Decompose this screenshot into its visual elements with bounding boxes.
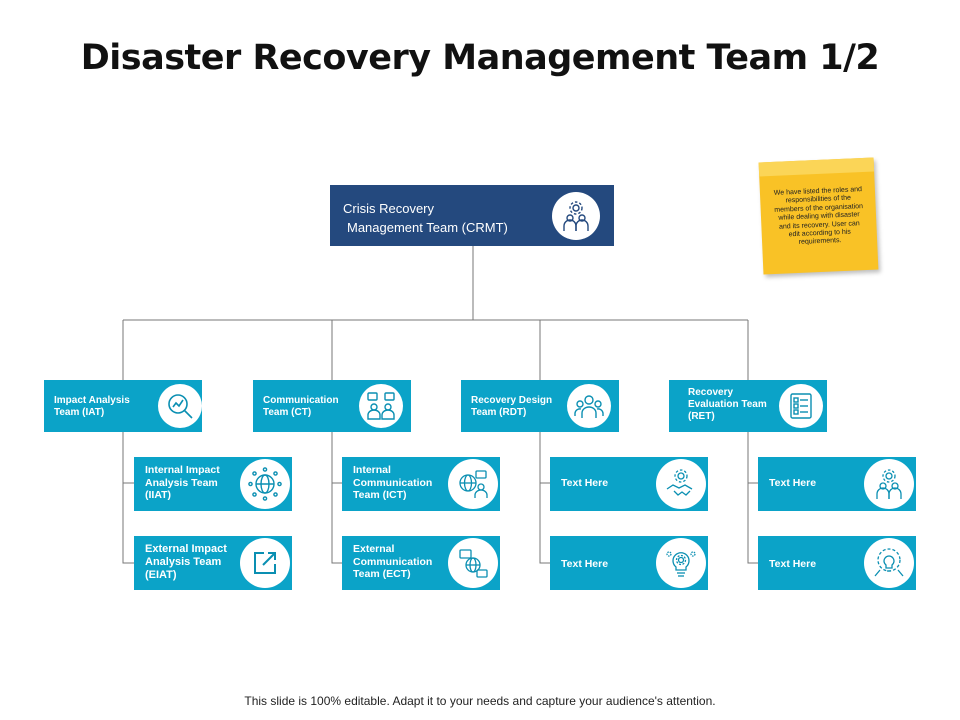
design-team-icon: [567, 384, 611, 428]
globe-network-icon: [240, 459, 290, 509]
team-box-rdt: Recovery Design Team (RDT): [461, 380, 619, 432]
sub-line-ct: [331, 432, 342, 564]
sticky-note: We have listed the roles and responsibil…: [758, 157, 879, 275]
team-box-ret: Recovery Evaluation Team (RET): [669, 380, 827, 432]
slide-title: Disaster Recovery Management Team 1/2: [80, 38, 880, 78]
subteam-box-eiat: External Impact Analysis Team (EIAT): [134, 536, 292, 590]
sub-line-iat: [122, 432, 134, 564]
team-gear-icon: [552, 192, 600, 240]
team-box-ct: Communication Team (CT): [253, 380, 411, 432]
subteam-box-ect: External Communication Team (ECT): [342, 536, 500, 590]
handshake-gear-icon: [656, 459, 706, 509]
footer-text: This slide is 100% editable. Adapt it to…: [244, 694, 716, 708]
subteam-box-ict: Internal Communication Team (ICT): [342, 457, 500, 511]
globe-chat-icon: [448, 538, 498, 588]
root-label: Crisis Recovery Management Team (CRMT): [343, 201, 508, 235]
bulb-gears-icon: [656, 538, 706, 588]
people-chat-icon: [359, 384, 403, 428]
team-box-iat: Impact Analysis Team (IAT): [44, 380, 202, 432]
checklist-icon: [779, 384, 823, 428]
globe-person-icon: [448, 459, 498, 509]
bulb-gear-hands-icon: [864, 538, 914, 588]
external-link-icon: [240, 538, 290, 588]
sticky-note-text: We have listed the roles and responsibil…: [773, 186, 864, 247]
sub-line-ret: [747, 432, 758, 564]
subteam-box-rdt-1: Text Here: [550, 457, 708, 511]
subteam-box-ret-1: Text Here: [758, 457, 916, 511]
root-box-crmt: Crisis Recovery Management Team (CRMT): [330, 185, 614, 246]
subteam-box-iiat: Internal Impact Analysis Team (IIAT): [134, 457, 292, 511]
subteam-box-ret-2: Text Here: [758, 536, 916, 590]
magnifier-chart-icon: [158, 384, 202, 428]
team-gear-icon: [864, 459, 914, 509]
sub-line-rdt: [539, 432, 550, 564]
subteam-box-rdt-2: Text Here: [550, 536, 708, 590]
